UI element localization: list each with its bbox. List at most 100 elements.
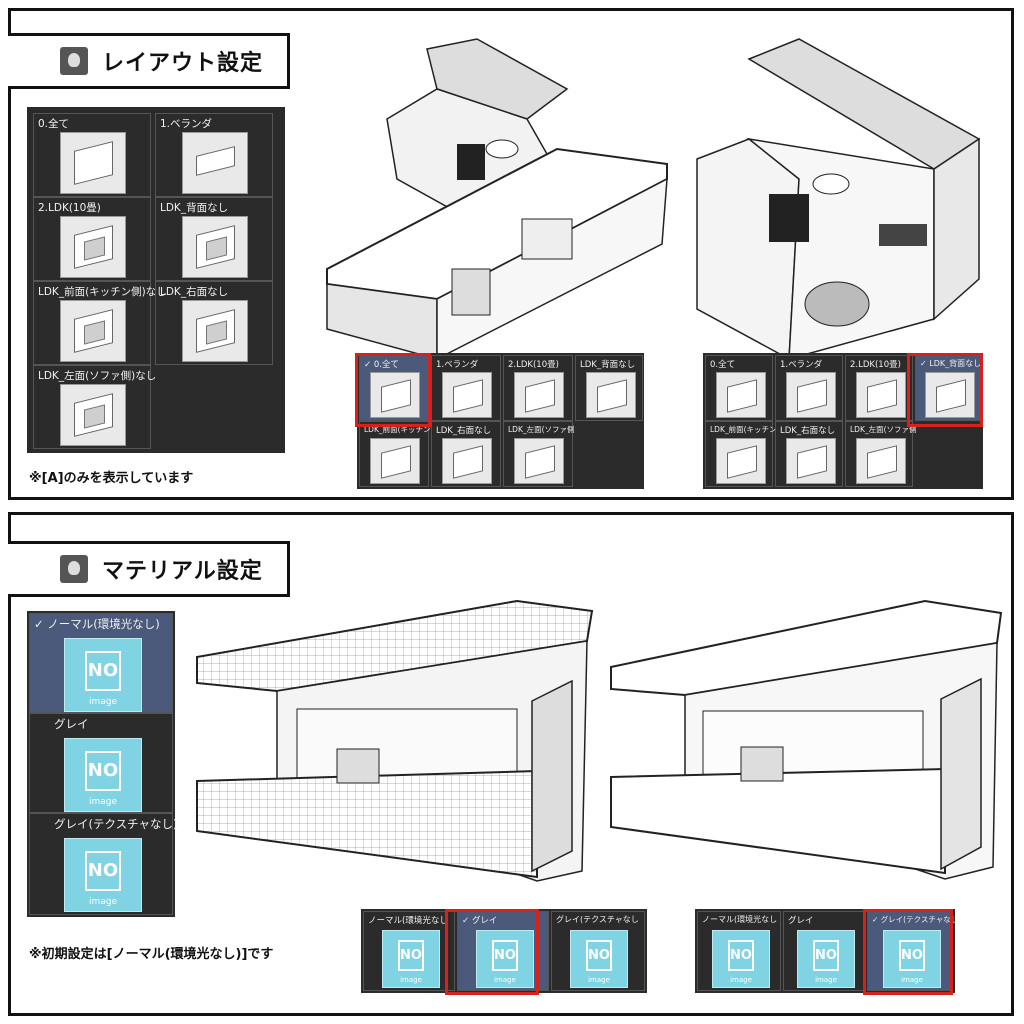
no-image-subtext: image xyxy=(494,975,516,984)
layout-item-label: LDK_左面(ソファ側)なし xyxy=(38,370,157,382)
material-illustration-gray xyxy=(196,599,594,882)
mini-item-ldk-no-right[interactable]: LDK_右面なし xyxy=(431,421,501,487)
mini-item-veranda[interactable]: 1.ベランダ xyxy=(775,355,843,421)
layout-thumbnail xyxy=(586,372,636,418)
mini-item-gray-no-texture[interactable]: グレイ(テクスチャなし NO image xyxy=(551,911,645,991)
selection-highlight xyxy=(863,909,953,995)
mini-item-label: LDK_右面なし xyxy=(780,426,836,436)
layout-thumbnail xyxy=(786,372,836,418)
mini-item-label: LDK_背面なし xyxy=(580,360,636,370)
mini-item-label: LDK_左面(ソファ側 xyxy=(508,425,575,434)
layout-item-label: 1.ベランダ xyxy=(160,118,213,130)
mini-item-label: 2.LDK(10畳) xyxy=(508,360,559,370)
no-image-subtext: image xyxy=(730,975,752,984)
no-image-subtext: image xyxy=(88,696,118,707)
no-image-subtext: image xyxy=(901,975,923,984)
mini-item-label: ノーマル(環境光なし xyxy=(368,916,448,926)
no-image-placeholder: NO image xyxy=(64,838,142,912)
mini-item-veranda[interactable]: 1.ベランダ xyxy=(431,355,501,421)
material-mini-panel-gray-no-texture: ノーマル(環境光なし NO image グレイ NO image ✓ グレイ(テ… xyxy=(695,909,958,993)
mini-item-label: 2.LDK(10畳) xyxy=(850,360,901,370)
no-image-text: NO xyxy=(898,939,926,972)
mini-item-label: 1.ベランダ xyxy=(780,360,823,370)
mini-item-all-selected[interactable]: ✓ 0.全て xyxy=(359,355,429,421)
layout-list-panel: 0.全て 1.ベランダ 2.LDK(10畳) LDK_背面なし LDK_前面(キ… xyxy=(27,107,285,453)
mini-item-label: グレイ(テクスチャなし xyxy=(556,915,639,924)
material-item-label: グレイ(テクスチャなし) xyxy=(54,817,178,831)
mini-item-ldk[interactable]: 2.LDK(10畳) xyxy=(845,355,913,421)
mini-item-ldk-no-front[interactable]: LDK_前面(キッチン xyxy=(705,421,777,487)
material-item-gray-no-texture[interactable]: グレイ(テクスチャなし) NO image xyxy=(29,813,178,915)
no-image-subtext: image xyxy=(588,975,610,984)
layout-item-ldk-no-left[interactable]: LDK_左面(ソファ側)なし xyxy=(33,365,156,449)
material-settings-header: マテリアル設定 xyxy=(8,541,290,597)
mini-item-gray[interactable]: グレイ NO image xyxy=(783,911,865,991)
no-image-placeholder: NO image xyxy=(64,638,142,712)
layout-thumbnail xyxy=(60,384,126,446)
selection-highlight xyxy=(445,909,539,995)
mini-item-label: ✓ 0.全て xyxy=(364,360,399,370)
layout-thumbnail xyxy=(716,438,766,484)
selection-highlight xyxy=(355,353,431,427)
layout-item-label: 0.全て xyxy=(38,118,70,130)
layout-item-ldk-no-back[interactable]: LDK_背面なし xyxy=(155,197,273,281)
layout-thumbnail xyxy=(60,300,126,362)
mini-item-all[interactable]: 0.全て xyxy=(705,355,773,421)
no-image-subtext: image xyxy=(88,896,118,907)
no-image-text: NO xyxy=(84,850,122,891)
layout-thumbnail xyxy=(370,372,420,418)
layout-item-veranda[interactable]: 1.ベランダ xyxy=(155,113,273,197)
mini-item-label: LDK_右面なし xyxy=(436,426,492,436)
layout-item-all[interactable]: 0.全て xyxy=(33,113,151,197)
layout-thumbnail xyxy=(182,300,248,362)
material-settings-title: マテリアル設定 xyxy=(102,559,263,584)
layout-settings-title: レイアウト設定 xyxy=(102,51,264,76)
layout-item-label: LDK_前面(キッチン側)なし xyxy=(38,286,167,298)
no-image-subtext: image xyxy=(815,975,837,984)
no-image-placeholder: NO image xyxy=(712,930,770,988)
mini-item-label: LDK_前面(キッチン xyxy=(364,425,431,434)
mini-item-label: LDK_左面(ソファ側 xyxy=(850,425,917,434)
layout-item-label: LDK_背面なし xyxy=(160,202,229,214)
mini-item-label: ノーマル(環境光なし xyxy=(702,915,778,924)
layout-item-ldk-no-right[interactable]: LDK_右面なし xyxy=(155,281,273,365)
mini-item-ldk-no-front[interactable]: LDK_前面(キッチン xyxy=(359,421,431,487)
mini-item-gray-selected[interactable]: ✓ グレイ NO image xyxy=(457,911,549,991)
layout-item-ldk-no-front[interactable]: LDK_前面(キッチン側)なし xyxy=(33,281,167,365)
mini-item-ldk[interactable]: 2.LDK(10畳) xyxy=(503,355,573,421)
no-image-placeholder: NO image xyxy=(64,738,142,812)
no-image-placeholder: NO image xyxy=(797,930,855,988)
mini-item-ldk-no-left[interactable]: LDK_左面(ソファ側 xyxy=(503,421,575,487)
material-item-label: ✓ ノーマル(環境光なし) xyxy=(34,617,160,631)
material-illustration-gray-no-texture xyxy=(610,599,1003,880)
layout-thumbnail xyxy=(182,216,248,278)
mini-item-ldk-no-right[interactable]: LDK_右面なし xyxy=(775,421,843,487)
mini-item-normal[interactable]: ノーマル(環境光なし NO image xyxy=(697,911,781,991)
material-mini-panel-gray: ノーマル(環境光なし NO image ✓ グレイ NO image グレイ(テ… xyxy=(361,909,647,993)
material-settings-icon xyxy=(60,555,88,583)
layout-thumbnail xyxy=(370,438,420,484)
mini-item-ldk-no-back[interactable]: LDK_背面なし xyxy=(575,355,643,421)
layout-thumbnail xyxy=(856,438,906,484)
layout-thumbnail xyxy=(925,372,975,418)
material-note: ※初期設定は[ノーマル(環境光なし)]です xyxy=(29,947,274,962)
material-settings-section: マテリアル設定 ✓ ノーマル(環境光なし) NO image グレイ NO im… xyxy=(8,512,1014,1016)
mini-item-normal[interactable]: ノーマル(環境光なし NO image xyxy=(363,911,455,991)
no-image-text: NO xyxy=(727,939,755,972)
layout-item-ldk[interactable]: 2.LDK(10畳) xyxy=(33,197,151,281)
layout-note: ※[A]のみを表示しています xyxy=(29,471,194,486)
no-image-subtext: image xyxy=(400,975,422,984)
mini-item-label: 1.ベランダ xyxy=(436,360,479,370)
material-item-normal[interactable]: ✓ ノーマル(環境光なし) NO image xyxy=(29,613,173,713)
layout-thumbnail xyxy=(514,438,564,484)
no-image-placeholder: NO image xyxy=(476,930,534,988)
mini-item-label: LDK_前面(キッチン xyxy=(710,425,777,434)
mini-item-ldk-no-left[interactable]: LDK_左面(ソファ側 xyxy=(845,421,917,487)
no-image-text: NO xyxy=(812,939,840,972)
no-image-placeholder: NO image xyxy=(570,930,628,988)
no-image-placeholder: NO image xyxy=(382,930,440,988)
material-item-gray[interactable]: グレイ NO image xyxy=(29,713,173,813)
no-image-text: NO xyxy=(491,939,519,972)
layout-settings-icon xyxy=(60,47,88,75)
selection-highlight xyxy=(907,353,983,427)
